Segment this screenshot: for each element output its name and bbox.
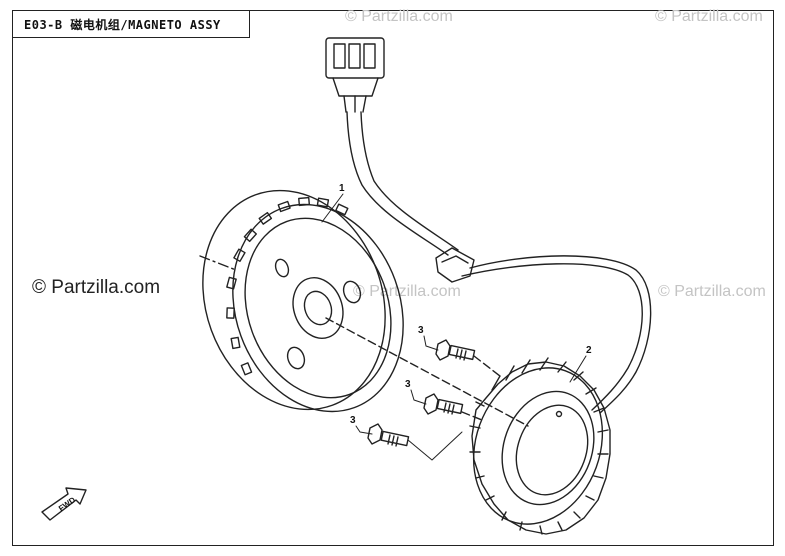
callout-bolt-upper: 3 [418, 325, 424, 336]
watermark-faint-right: © Partzilla.com [658, 283, 766, 300]
bolt-lower [367, 423, 410, 447]
watermark-faint-top-center: © Partzilla.com [345, 8, 453, 25]
watermark-faint-center: © Partzilla.com [353, 283, 461, 300]
wire-harness [346, 111, 652, 414]
callout-bolt-middle: 3 [405, 379, 411, 390]
diagram-title: E03-B 磁电机组/MAGNETO ASSY [24, 18, 221, 32]
callout-bolt-lower: 3 [350, 415, 356, 426]
title-block [12, 10, 250, 38]
bolt-upper [435, 339, 476, 361]
callout-flywheel: 1 [339, 183, 345, 194]
callout-stator: 2 [586, 345, 592, 356]
watermark-faint-top-right: © Partzilla.com [655, 8, 763, 25]
drawing-frame [12, 10, 774, 546]
bolt-middle [423, 393, 464, 415]
alignment-lines [325, 317, 529, 427]
watermark-main: © Partzilla.com [32, 277, 161, 298]
connector-plug [325, 37, 385, 113]
leader-lines [321, 193, 587, 461]
flywheel-rotor [199, 189, 404, 413]
stator-coil [469, 357, 611, 535]
fwd-label: FWD [57, 495, 77, 513]
fwd-arrow [41, 487, 87, 521]
